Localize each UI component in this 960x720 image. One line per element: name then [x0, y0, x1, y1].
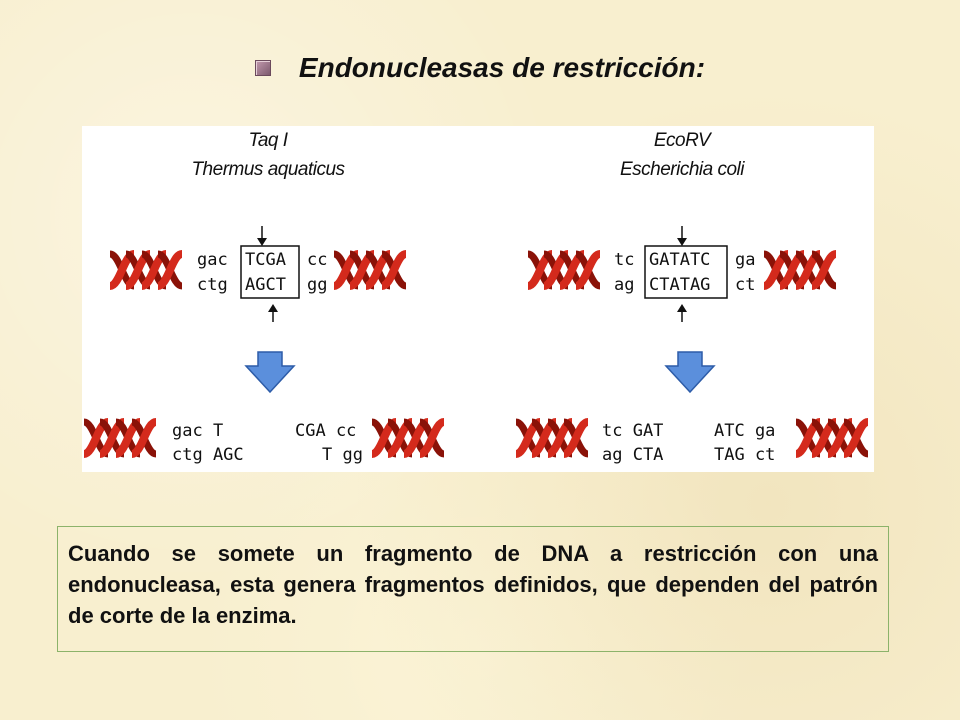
left-bottom-right: gg	[307, 275, 327, 295]
right-frag2-helix-icon	[796, 422, 868, 454]
restriction-diagram: Taq I Thermus aquaticus gac TCGA cc ctg …	[82, 130, 874, 465]
slide-title-wrap: Endonucleasas de restricción:	[0, 52, 960, 84]
right-down-arrow-icon	[665, 351, 715, 393]
right-cut-arrowhead-top-icon	[677, 238, 687, 246]
slide-title: Endonucleasas de restricción:	[254, 52, 706, 84]
right-frag1-helix-icon	[516, 422, 588, 454]
right-frag1-bottom: ag CTA	[602, 445, 663, 465]
right-frag2-top: ATC ga	[714, 421, 775, 441]
left-recognition-site-box	[240, 245, 300, 299]
right-enzyme-name: EcoRV	[654, 130, 713, 151]
left-bottom-site: AGCT	[245, 275, 286, 295]
left-cut-arrowhead-top-icon	[257, 238, 267, 246]
right-bottom-left: ag	[614, 275, 634, 295]
right-enzyme-organism: Escherichia coli	[620, 159, 745, 180]
left-bottom-left: ctg	[197, 275, 228, 295]
slide-title-text: Endonucleasas de restricción:	[298, 52, 706, 83]
left-helix-right-icon	[334, 254, 406, 286]
right-helix-right-icon	[764, 254, 836, 286]
right-cut-arrowhead-bottom-icon	[677, 304, 687, 312]
left-down-arrow-icon	[245, 351, 295, 393]
right-helix-left-icon	[528, 254, 600, 286]
right-top-site: GATATC	[649, 250, 710, 270]
right-top-right: ga	[735, 250, 755, 270]
left-enzyme-name: Taq I	[248, 130, 288, 151]
right-frag1-top: tc GAT	[602, 421, 663, 441]
left-frag1-helix-icon	[84, 422, 156, 454]
right-recognition-site-box	[644, 245, 728, 299]
caption-text: Cuando se somete un fragmento de DNA a r…	[68, 541, 878, 628]
right-top-left: tc	[614, 250, 634, 270]
left-top-site: TCGA	[245, 250, 286, 270]
left-helix-left-icon	[110, 254, 182, 286]
left-frag2-bottom: T gg	[322, 445, 363, 465]
left-frag1-top: gac T	[172, 421, 223, 441]
left-top-left: gac	[197, 250, 228, 270]
left-frag2-helix-icon	[372, 422, 444, 454]
right-bottom-right: ct	[735, 275, 755, 295]
right-frag2-bottom: TAG ct	[714, 445, 775, 465]
left-enzyme-organism: Thermus aquaticus	[191, 159, 345, 180]
left-frag2-top: CGA cc	[295, 421, 356, 441]
restriction-enzyme-figure: Taq I Thermus aquaticus gac TCGA cc ctg …	[82, 126, 874, 472]
left-cut-arrowhead-bottom-icon	[268, 304, 278, 312]
left-top-right: cc	[307, 250, 327, 270]
right-bottom-site: CTATAG	[649, 275, 710, 295]
left-frag1-bottom: ctg AGC	[172, 445, 244, 465]
square-bullet-icon	[254, 60, 271, 76]
caption-box: Cuando se somete un fragmento de DNA a r…	[57, 526, 889, 652]
